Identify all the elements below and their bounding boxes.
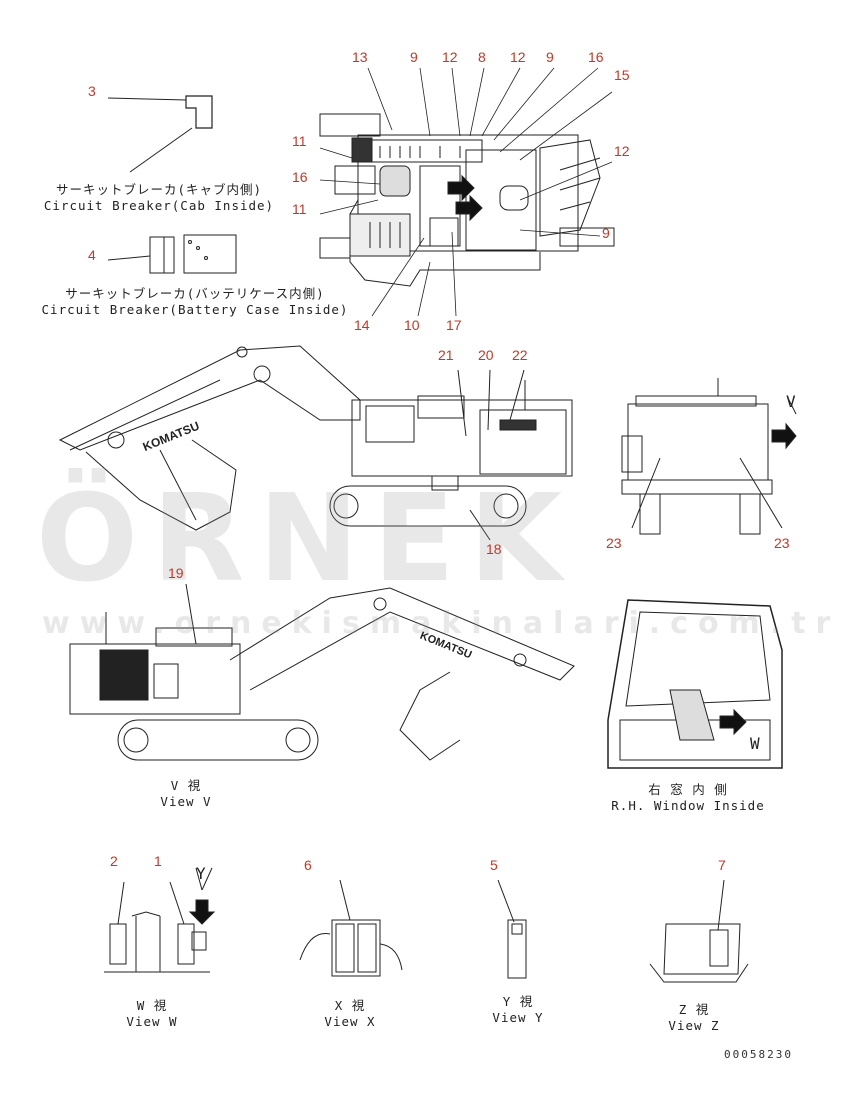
callout-8: 8 bbox=[478, 49, 486, 65]
callout-14: 14 bbox=[354, 317, 370, 333]
caption-window-en: R.H. Window Inside bbox=[611, 798, 765, 813]
circuit-breaker-battery-part bbox=[107, 234, 237, 274]
watermark-url: www.ornekismakinalari.com.tr bbox=[42, 606, 841, 641]
view-w-levers bbox=[104, 867, 216, 973]
callout-16: 16 bbox=[292, 169, 308, 185]
view-x-filter bbox=[299, 879, 403, 977]
caption-view-v-en: View V bbox=[160, 794, 212, 809]
callout-22: 22 bbox=[512, 347, 528, 363]
callout-2: 2 bbox=[110, 853, 118, 869]
callout-11: 11 bbox=[292, 201, 307, 217]
view-z-cover bbox=[649, 879, 749, 983]
rh-window-inside bbox=[607, 599, 783, 769]
view-letter-y: Y bbox=[196, 864, 207, 883]
callout-11: 11 bbox=[292, 133, 307, 149]
callout-9: 9 bbox=[546, 49, 554, 65]
callout-9: 9 bbox=[410, 49, 418, 65]
callout-23: 23 bbox=[606, 535, 622, 551]
callout-23: 23 bbox=[774, 535, 790, 551]
caption-view-x-en: View X bbox=[324, 1014, 376, 1029]
view-y-plate bbox=[497, 879, 527, 979]
caption-battery-en: Circuit Breaker(Battery Case Inside) bbox=[41, 302, 349, 317]
caption-view-v-jp: V 視 bbox=[170, 778, 202, 793]
callout-12: 12 bbox=[510, 49, 526, 65]
callout-19: 19 bbox=[168, 565, 184, 581]
callout-12: 12 bbox=[614, 143, 630, 159]
callout-12: 12 bbox=[442, 49, 458, 65]
callout-20: 20 bbox=[478, 347, 494, 363]
callout-3: 3 bbox=[88, 83, 96, 99]
rear-view-machine bbox=[621, 378, 797, 535]
circuit-breaker-cab-part bbox=[107, 95, 213, 173]
caption-view-w-en: View W bbox=[126, 1014, 178, 1029]
caption-view-y-en: View Y bbox=[492, 1010, 544, 1025]
view-letter-w: W bbox=[750, 734, 761, 753]
caption-view-y-jp: Y 視 bbox=[502, 994, 534, 1009]
caption-cab-en: Circuit Breaker(Cab Inside) bbox=[43, 198, 275, 213]
drawing-code: 00058230 bbox=[724, 1048, 793, 1061]
callout-1: 1 bbox=[154, 853, 162, 869]
callout-15: 15 bbox=[614, 67, 630, 83]
brand-decal-side: KOMATSU bbox=[141, 419, 202, 454]
caption-view-z-jp: Z 視 bbox=[678, 1002, 710, 1017]
callout-10: 10 bbox=[404, 317, 420, 333]
watermark-brand: ÖRNEK bbox=[36, 470, 576, 609]
caption-battery-jp: サーキットブレーカ(バッテリケース内側) bbox=[65, 286, 325, 301]
callout-4: 4 bbox=[88, 247, 96, 263]
callout-9: 9 bbox=[602, 225, 610, 241]
caption-view-x-jp: X 視 bbox=[334, 998, 366, 1013]
caption-cab-jp: サーキットブレーカ(キャブ内側) bbox=[55, 182, 263, 197]
callout-21: 21 bbox=[438, 347, 454, 363]
caption-window-jp: 右 窓 内 側 bbox=[648, 782, 728, 797]
caption-view-w-jp: W 視 bbox=[136, 998, 168, 1013]
caption-view-z-en: View Z bbox=[668, 1018, 720, 1033]
callout-13: 13 bbox=[352, 49, 368, 65]
callout-7: 7 bbox=[718, 857, 726, 873]
side-view-excavator bbox=[58, 345, 573, 541]
callout-5: 5 bbox=[490, 857, 498, 873]
callout-18: 18 bbox=[486, 541, 502, 557]
callout-6: 6 bbox=[304, 857, 312, 873]
callout-16: 16 bbox=[588, 49, 604, 65]
callout-17: 17 bbox=[446, 317, 462, 333]
left-side-view-excavator bbox=[69, 583, 575, 761]
view-letter-v: V bbox=[786, 392, 797, 411]
top-view-leaders bbox=[319, 67, 613, 317]
top-view-upper-structure bbox=[319, 113, 615, 287]
